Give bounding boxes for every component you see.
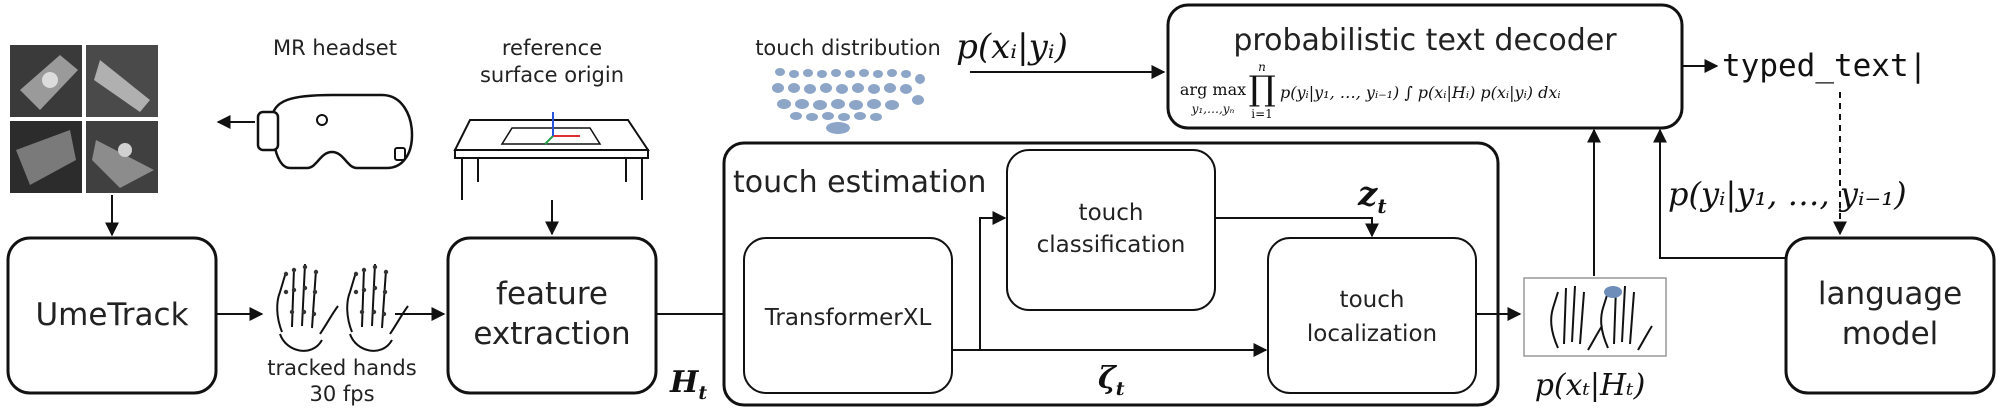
vr-headset-icon	[256, 93, 414, 170]
touch-classification-box	[1006, 149, 1216, 311]
touch-localization-label-line2: localization	[1307, 321, 1437, 347]
camera-views-image	[10, 45, 158, 193]
formula-argmax: arg max	[1180, 80, 1246, 99]
formula-product: ∏	[1248, 69, 1275, 109]
transformerxl-box	[743, 237, 953, 394]
math-p-xt-ht: p(xₜ|Hₜ)	[1535, 368, 1646, 403]
touch-localization-label-line1: touch	[1340, 287, 1405, 313]
hands-touch-image	[1523, 277, 1667, 357]
formula-product-bottom: i=1	[1251, 107, 1273, 121]
reference-label-line1: reference	[502, 36, 602, 60]
formula-argmax-sub: y₁,…,yₙ	[1191, 102, 1235, 116]
math-h-t: Ht	[669, 365, 707, 404]
math-p-yi-prev: p(yᵢ|y₁, …, yᵢ₋₁)	[1668, 175, 1907, 213]
feature-extraction-label-line1: feature	[496, 276, 608, 312]
language-model-label-line1: language	[1818, 276, 1962, 312]
formula-product-top: n	[1258, 60, 1266, 74]
reference-label-line2: surface origin	[480, 63, 624, 87]
umetrack-label: UmeTrack	[35, 297, 188, 333]
language-model-label-line2: model	[1842, 316, 1939, 352]
touch-classification-label-line2: classification	[1037, 232, 1186, 258]
formula-body: p(yᵢ|y₁, …, yᵢ₋₁) ∫ p(xᵢ|Hᵢ) p(xᵢ|yᵢ) dx…	[1280, 83, 1561, 102]
tracked-hands-label-line1: tracked hands	[267, 356, 416, 380]
typed-text-output: typed_text|	[1722, 48, 1927, 84]
table-icon	[453, 112, 650, 200]
tracked-hands-label-line2: 30 fps	[309, 382, 374, 406]
transformerxl-label: TransformerXL	[764, 305, 932, 331]
touch-dots-image	[772, 68, 925, 134]
math-p-xi-yi: p(xᵢ|yᵢ)	[956, 27, 1068, 67]
decoder-label: probabilistic text decoder	[1233, 23, 1617, 58]
math-zeta-t: ζt	[1098, 361, 1125, 400]
feature-extraction-box	[446, 236, 658, 395]
touch-classification-label-line1: touch	[1079, 200, 1144, 226]
language-model-box	[1784, 236, 1996, 395]
feature-extraction-label-line2: extraction	[473, 316, 630, 352]
umetrack-box	[6, 236, 218, 395]
touch-distribution-label: touch distribution	[755, 36, 941, 60]
hand-icon	[276, 263, 409, 352]
touch-estimation-label: touch estimation	[733, 165, 986, 200]
mr-headset-label: MR headset	[273, 36, 397, 60]
touch-localization-box	[1267, 237, 1477, 394]
math-z-t: zt	[1357, 174, 1387, 218]
